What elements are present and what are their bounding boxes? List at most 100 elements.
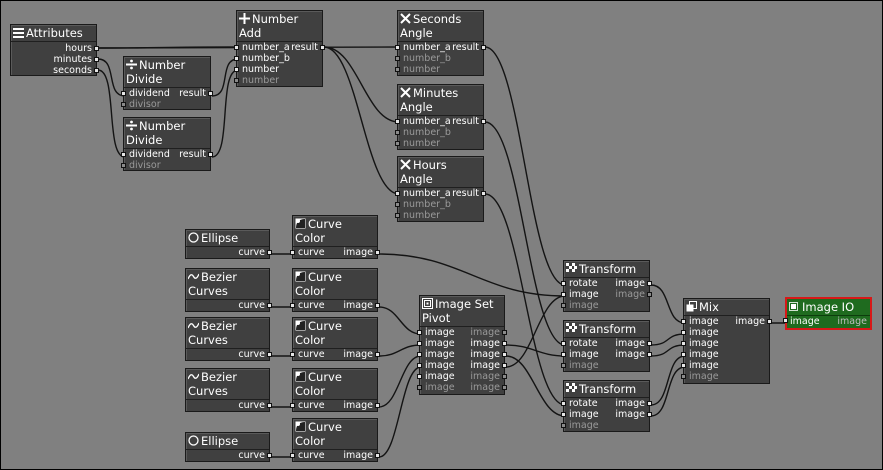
attributes-node[interactable]: Attributes hours minutes seconds — [10, 24, 99, 76]
input-port[interactable] — [681, 374, 686, 379]
output-port[interactable] — [481, 191, 486, 196]
output-port[interactable] — [767, 319, 772, 324]
output-port[interactable] — [94, 68, 99, 73]
input-port[interactable] — [561, 303, 566, 308]
output-port[interactable] — [375, 403, 380, 408]
input-port[interactable] — [395, 141, 400, 146]
output-port[interactable] — [647, 292, 652, 297]
input-port[interactable] — [234, 45, 239, 50]
input-port[interactable] — [417, 352, 422, 357]
output-port[interactable] — [647, 341, 652, 346]
input-port[interactable] — [417, 330, 422, 335]
input-port[interactable] — [121, 102, 126, 107]
input-port[interactable] — [290, 303, 295, 308]
input-port[interactable] — [783, 318, 788, 323]
input-port[interactable] — [395, 67, 400, 72]
input-port[interactable] — [561, 281, 566, 286]
input-port[interactable] — [121, 152, 126, 157]
input-port[interactable] — [681, 319, 686, 324]
output-port[interactable] — [481, 119, 486, 124]
input-port[interactable] — [395, 130, 400, 135]
input-port[interactable] — [681, 330, 686, 335]
ellipse-node[interactable]: Ellipse curve — [185, 432, 272, 462]
output-port[interactable] — [502, 341, 507, 346]
input-port[interactable] — [417, 374, 422, 379]
output-port[interactable] — [208, 152, 213, 157]
output-port[interactable] — [502, 385, 507, 390]
output-port[interactable] — [267, 250, 272, 255]
input-port[interactable] — [395, 213, 400, 218]
input-port[interactable] — [417, 385, 422, 390]
output-port[interactable] — [502, 374, 507, 379]
input-port[interactable] — [681, 363, 686, 368]
input-port[interactable] — [561, 352, 566, 357]
output-port[interactable] — [502, 352, 507, 357]
input-port[interactable] — [417, 341, 422, 346]
input-port[interactable] — [121, 91, 126, 96]
output-port[interactable] — [647, 412, 652, 417]
output-port[interactable] — [502, 363, 507, 368]
input-port[interactable] — [234, 56, 239, 61]
output-port[interactable] — [375, 352, 380, 357]
input-port[interactable] — [561, 412, 566, 417]
input-port[interactable] — [561, 363, 566, 368]
ellipse-node[interactable]: Ellipse curve — [185, 229, 272, 259]
output-port[interactable] — [375, 453, 380, 458]
input-port[interactable] — [395, 202, 400, 207]
input-port[interactable] — [395, 45, 400, 50]
output-port[interactable] — [647, 352, 652, 357]
output-port[interactable] — [267, 403, 272, 408]
output-port[interactable] — [267, 303, 272, 308]
output-port[interactable] — [267, 352, 272, 357]
output-port[interactable] — [502, 330, 507, 335]
output-port[interactable] — [481, 45, 486, 50]
image-io-node[interactable]: Image IO image image — [783, 297, 872, 330]
input-port[interactable] — [561, 292, 566, 297]
mix-node[interactable]: Mix image image image image image image … — [681, 298, 772, 384]
input-port[interactable] — [234, 78, 239, 83]
output-port[interactable] — [375, 250, 380, 255]
output-port[interactable] — [94, 57, 99, 62]
output-port[interactable] — [267, 453, 272, 458]
input-port[interactable] — [234, 67, 239, 72]
output-port[interactable] — [320, 45, 325, 50]
input-port[interactable] — [561, 401, 566, 406]
input-port[interactable] — [681, 352, 686, 357]
input-port[interactable] — [290, 250, 295, 255]
transform-node[interactable]: Transform rotate image image image image — [561, 380, 652, 432]
output-port[interactable] — [375, 303, 380, 308]
output-port[interactable] — [94, 46, 99, 51]
output-port[interactable] — [208, 91, 213, 96]
input-port[interactable] — [417, 363, 422, 368]
transform-node[interactable]: Transform rotate image image image image — [561, 260, 652, 312]
input-port[interactable] — [395, 119, 400, 124]
input-port[interactable] — [290, 453, 295, 458]
transform-node[interactable]: Transform rotate image image image image — [561, 320, 652, 372]
input-port[interactable] — [121, 163, 126, 168]
input-port[interactable] — [681, 341, 686, 346]
output-port[interactable] — [647, 281, 652, 286]
input-port[interactable] — [395, 191, 400, 196]
output-port[interactable] — [647, 401, 652, 406]
input-port[interactable] — [561, 423, 566, 428]
input-port[interactable] — [290, 403, 295, 408]
input-port[interactable] — [290, 352, 295, 357]
input-port[interactable] — [395, 56, 400, 61]
input-port[interactable] — [561, 341, 566, 346]
